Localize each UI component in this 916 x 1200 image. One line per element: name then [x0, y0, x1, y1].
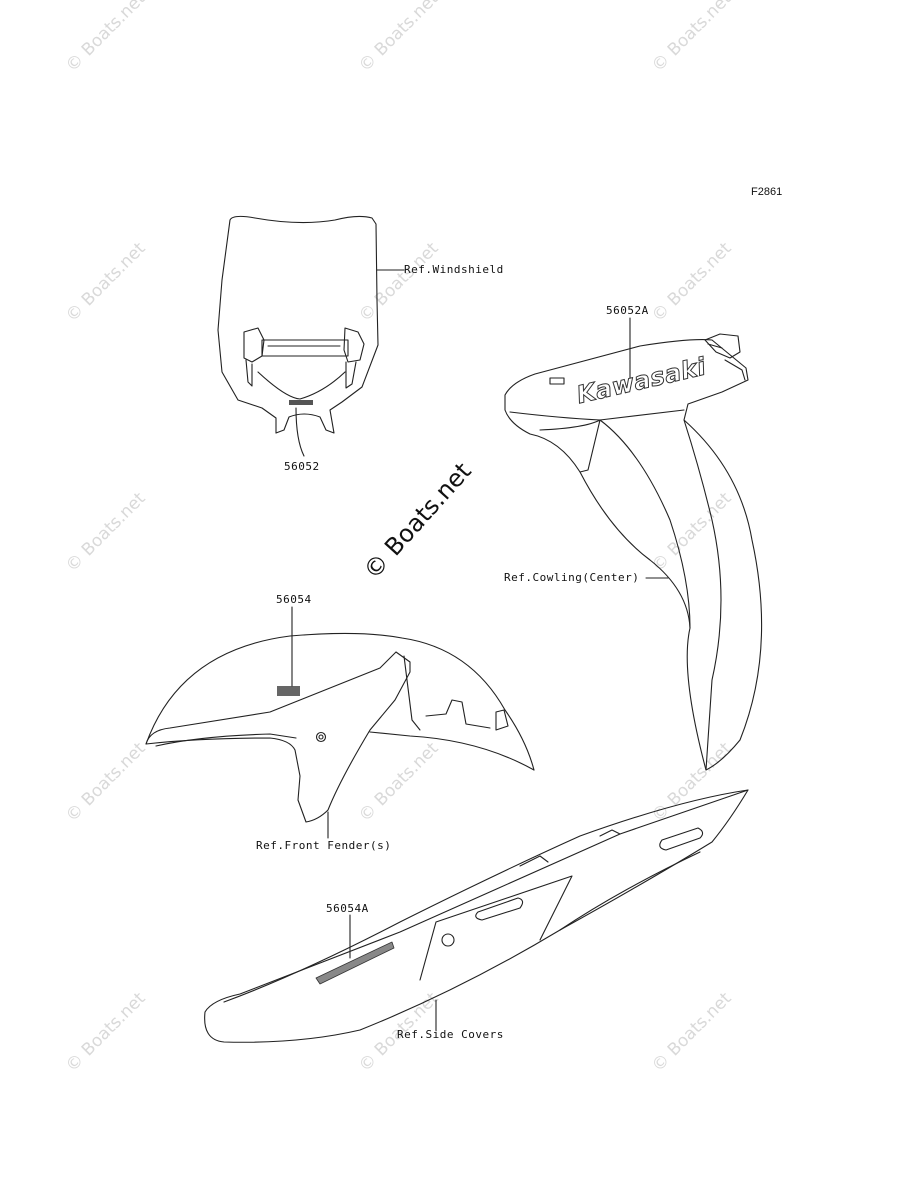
cowling-small-tab	[549, 377, 565, 385]
decal-56054A-shape	[315, 941, 395, 985]
label-part-56052: 56052	[284, 460, 320, 473]
side-cover-panel-line-2	[559, 851, 701, 931]
side-cover-drawing	[204, 789, 749, 1043]
figure-id: F2861	[751, 186, 783, 198]
side-cover-tab-2	[519, 855, 549, 867]
windshield-stay-left	[245, 359, 253, 387]
label-fender-ref: Ref.Front Fender(s)	[256, 839, 392, 852]
fender-stay	[403, 655, 421, 731]
cowling-drawing	[504, 317, 763, 771]
side-cover-slot-1	[475, 897, 524, 921]
windshield-mount-left	[243, 327, 265, 363]
cowling-edge-3	[683, 419, 722, 771]
label-side-covers-ref: Ref.Side Covers	[397, 1028, 504, 1041]
decal-56052-shape	[289, 400, 313, 405]
windshield-inner-line	[257, 371, 346, 400]
side-cover-slot-2	[659, 827, 704, 851]
cowling-edge-2	[539, 419, 601, 473]
cowling-tab	[704, 333, 741, 359]
fender-bolt	[315, 731, 327, 743]
leader-56052	[295, 407, 305, 457]
side-cover-outer	[204, 789, 749, 1043]
label-part-56054A: 56054A	[326, 902, 369, 915]
cowling-edge-1	[509, 409, 685, 421]
cowling-edge-4	[599, 419, 691, 629]
cowling-slot	[724, 359, 746, 381]
side-cover-panel-line	[419, 875, 573, 981]
windshield-stay-right	[345, 361, 357, 389]
fender-edge	[155, 733, 297, 747]
front-fender-drawing	[145, 606, 535, 839]
cowling-outer	[504, 339, 763, 771]
decal-56054-shape	[277, 686, 300, 696]
windshield-bracket	[261, 339, 349, 357]
side-cover-hole	[441, 933, 455, 947]
label-part-56054: 56054	[276, 593, 312, 606]
fender-bolt-inner	[318, 734, 324, 740]
side-cover-tab-1	[599, 829, 621, 837]
windshield-mount-right	[343, 327, 365, 363]
side-cover-top-edge	[223, 789, 749, 1003]
label-cowling-ref: Ref.Cowling(Center)	[504, 571, 640, 584]
windshield-drawing	[217, 215, 405, 457]
fender-rear-lip	[369, 731, 535, 771]
fender-outer	[145, 651, 411, 823]
label-part-56052A: 56052A	[606, 304, 649, 317]
windshield-outline	[217, 215, 379, 434]
fender-arc	[145, 632, 535, 771]
fender-rear-bracket	[425, 699, 509, 731]
label-windshield-ref: Ref.Windshield	[404, 263, 504, 276]
